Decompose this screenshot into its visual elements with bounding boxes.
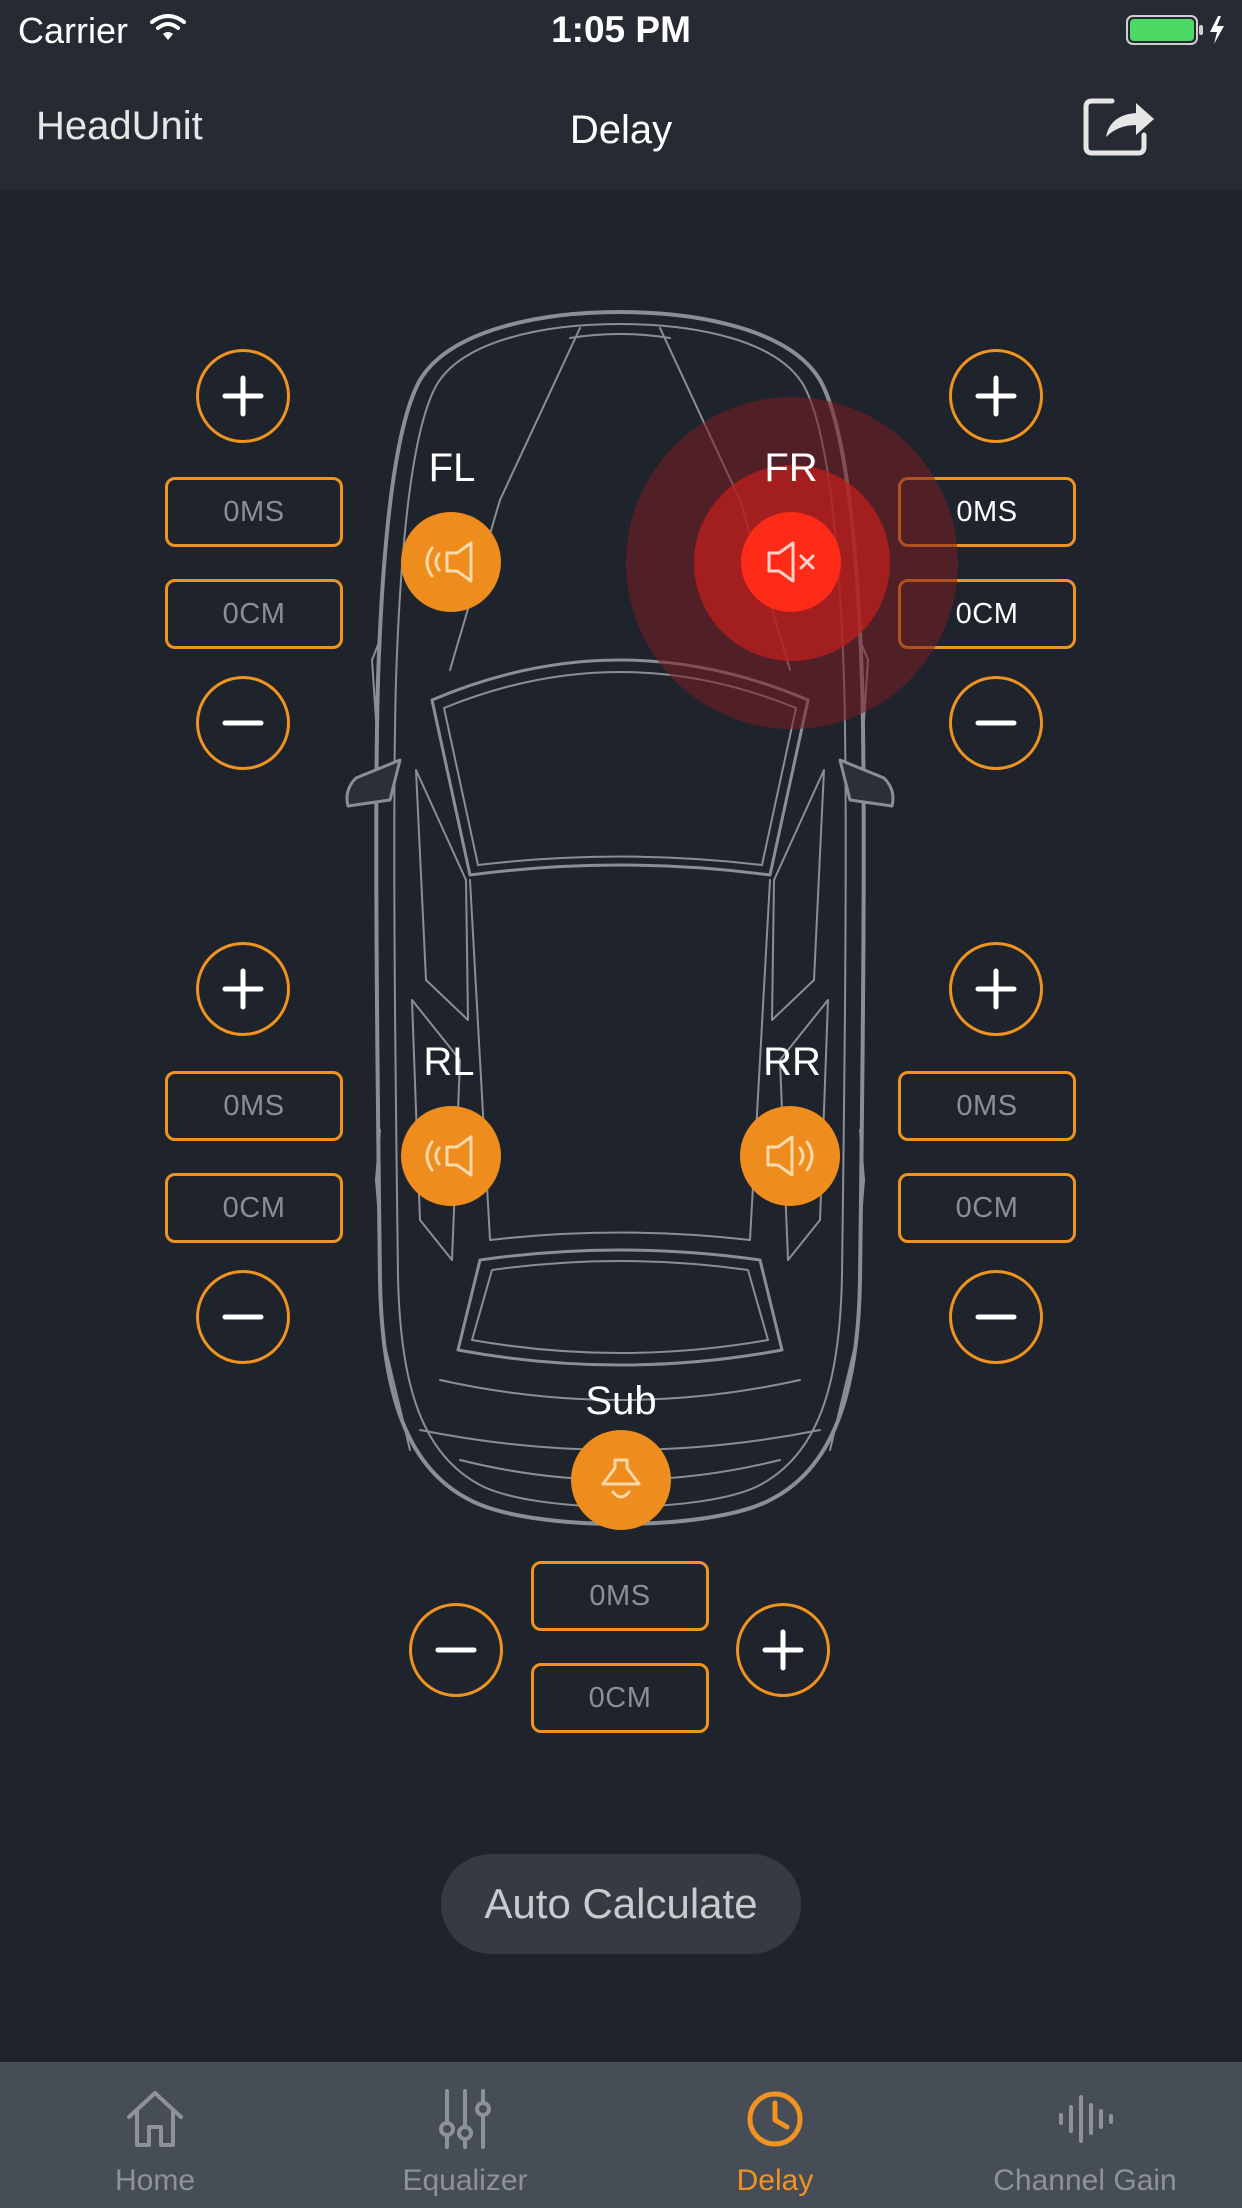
plus-icon [762,1629,804,1671]
status-bar: Carrier 1:05 PM [0,0,1242,62]
rl-ms-value[interactable]: 0MS [165,1071,343,1141]
tab-channel-gain[interactable]: Channel Gain [930,2062,1240,2208]
minus-icon [222,1314,264,1320]
rr-label: RR [763,1040,821,1084]
carrier-label: Carrier [18,10,129,51]
rr-minus-button[interactable] [949,1270,1043,1364]
sub-label: Sub [585,1379,657,1423]
minus-icon [222,720,264,726]
rl-label: RL [423,1040,475,1084]
plus-icon [222,375,264,417]
fr-speaker-button[interactable] [741,512,841,612]
rr-cm-value[interactable]: 0CM [898,1173,1076,1243]
speaker-icon [425,1135,473,1177]
rr-plus-button[interactable] [949,942,1043,1036]
page-title: Delay [569,108,673,152]
tab-home-label: Home [114,2164,196,2197]
sub-speaker-button[interactable] [571,1430,671,1530]
rl-minus-button[interactable] [196,1270,290,1364]
auto-calculate-button[interactable]: Auto Calculate [441,1854,801,1954]
rl-cm-value[interactable]: 0CM [165,1173,343,1243]
fr-minus-button[interactable] [949,676,1043,770]
share-button[interactable] [1080,90,1160,162]
plus-icon [222,968,264,1010]
speaker-icon [425,541,473,583]
tab-home[interactable]: Home [0,2062,310,2208]
rr-ms-value[interactable]: 0MS [898,1071,1076,1141]
share-icon [1082,91,1158,162]
fr-plus-button[interactable] [949,349,1043,443]
plus-icon [975,375,1017,417]
sub-minus-button[interactable] [409,1603,503,1697]
rl-speaker-button[interactable] [401,1106,501,1206]
rl-plus-button[interactable] [196,942,290,1036]
fl-ms-value[interactable]: 0MS [165,477,343,547]
status-time: 1:05 PM [551,9,691,50]
equalizer-icon [433,2084,497,2154]
headunit-button[interactable]: HeadUnit [36,104,203,148]
speaker-icon [766,1135,814,1177]
rr-speaker-button[interactable] [740,1106,840,1206]
home-icon [123,2084,187,2154]
tab-equalizer-label: Equalizer [402,2164,528,2197]
wifi-icon [150,14,186,47]
sub-cm-value[interactable]: 0CM [531,1663,709,1733]
fl-plus-button[interactable] [196,349,290,443]
plus-icon [975,968,1017,1010]
tab-delay[interactable]: Delay [620,2062,930,2208]
fl-speaker-button[interactable] [401,512,501,612]
tab-bar: Home Equalizer Delay [0,2062,1242,2208]
tab-equalizer[interactable]: Equalizer [310,2062,620,2208]
fl-cm-value[interactable]: 0CM [165,579,343,649]
sub-ms-value[interactable]: 0MS [531,1561,709,1631]
nav-bar [0,62,1242,190]
tab-channel-gain-label: Channel Gain [993,2164,1177,2197]
waveform-icon [1053,2084,1117,2154]
speaker-muted-icon [767,541,815,583]
minus-icon [975,720,1017,726]
battery-icon [1126,14,1232,51]
fl-minus-button[interactable] [196,676,290,770]
clock-icon [743,2084,807,2154]
subwoofer-icon [601,1458,641,1499]
fr-label: FR [764,446,818,490]
minus-icon [435,1647,477,1653]
fl-label: FL [428,446,476,490]
tab-delay-label: Delay [736,2164,814,2197]
sub-plus-button[interactable] [736,1603,830,1697]
minus-icon [975,1314,1017,1320]
